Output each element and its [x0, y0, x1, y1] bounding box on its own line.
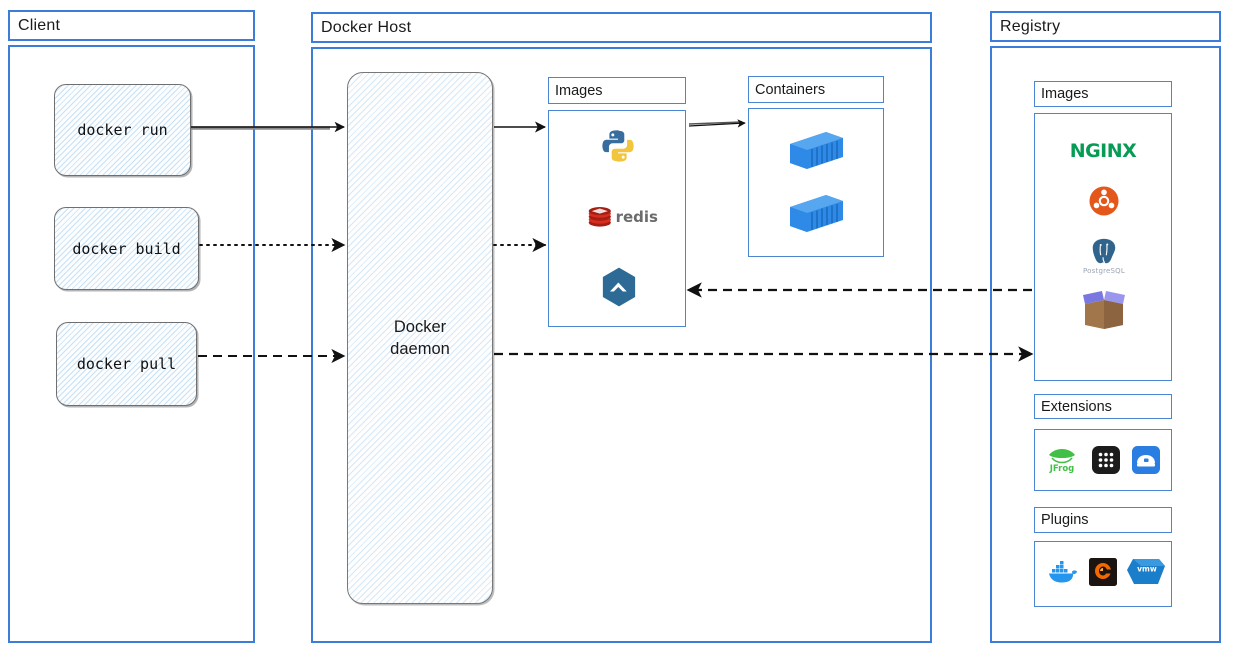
host-images-title: Images [548, 77, 686, 104]
client-panel-title: Client [8, 10, 255, 41]
container-icon [786, 127, 846, 172]
package-box-icon [1078, 288, 1130, 332]
vmware-icon: vmw [1126, 555, 1166, 589]
registry-images-title: Images [1034, 81, 1172, 107]
host-images-body [548, 110, 686, 327]
registry-images-title-label: Images [1041, 86, 1089, 102]
command-docker-pull-label: docker pull [76, 355, 177, 373]
registry-extensions-title-label: Extensions [1041, 398, 1112, 415]
command-docker-run-label: docker run [77, 121, 168, 139]
command-docker-build[interactable]: docker build [54, 207, 199, 290]
ubuntu-icon [1088, 185, 1120, 217]
postgresql-wordmark: PostgreSQL [1083, 267, 1125, 275]
host-containers-title: Containers [748, 76, 884, 103]
docker-daemon-label-line2: daemon [390, 340, 450, 358]
registry-plugins-title: Plugins [1034, 507, 1172, 533]
command-docker-pull[interactable]: docker pull [56, 322, 197, 406]
host-images-title-label: Images [555, 82, 603, 99]
docker-host-title-label: Docker Host [321, 18, 412, 36]
command-docker-build-label: docker build [72, 239, 181, 258]
registry-plugins-title-label: Plugins [1041, 512, 1089, 528]
redis-wordmark: redis [615, 208, 658, 226]
svg-text:vmw: vmw [1137, 565, 1157, 574]
python-icon [598, 126, 638, 166]
grid-apps-icon [1091, 445, 1121, 475]
nginx-icon: NGINX [1062, 138, 1144, 164]
grafana-icon [1088, 557, 1118, 587]
jfrog-icon: JFrog [1045, 444, 1079, 476]
registry-title-label: Registry [1000, 17, 1061, 35]
storage-icon [1131, 445, 1161, 475]
alpine-icon [598, 266, 640, 308]
container-icon [786, 190, 846, 235]
registry-extensions-title: Extensions [1034, 394, 1172, 419]
docker-whale-icon [1043, 556, 1079, 590]
docker-daemon-box[interactable]: Docker daemon [347, 72, 493, 604]
nginx-wordmark: NGINX [1069, 140, 1137, 162]
client-title-label: Client [18, 16, 61, 34]
host-containers-body [748, 108, 884, 257]
host-containers-title-label: Containers [755, 81, 826, 98]
docker-daemon-label-line1: Docker [393, 317, 447, 336]
registry-panel-title: Registry [990, 11, 1221, 42]
docker-host-panel-title: Docker Host [311, 12, 932, 43]
command-docker-run[interactable]: docker run [54, 84, 191, 176]
svg-text:JFrog: JFrog [1049, 464, 1075, 474]
redis-icon: redis [588, 202, 658, 232]
postgresql-icon: PostgreSQL [1080, 234, 1128, 278]
